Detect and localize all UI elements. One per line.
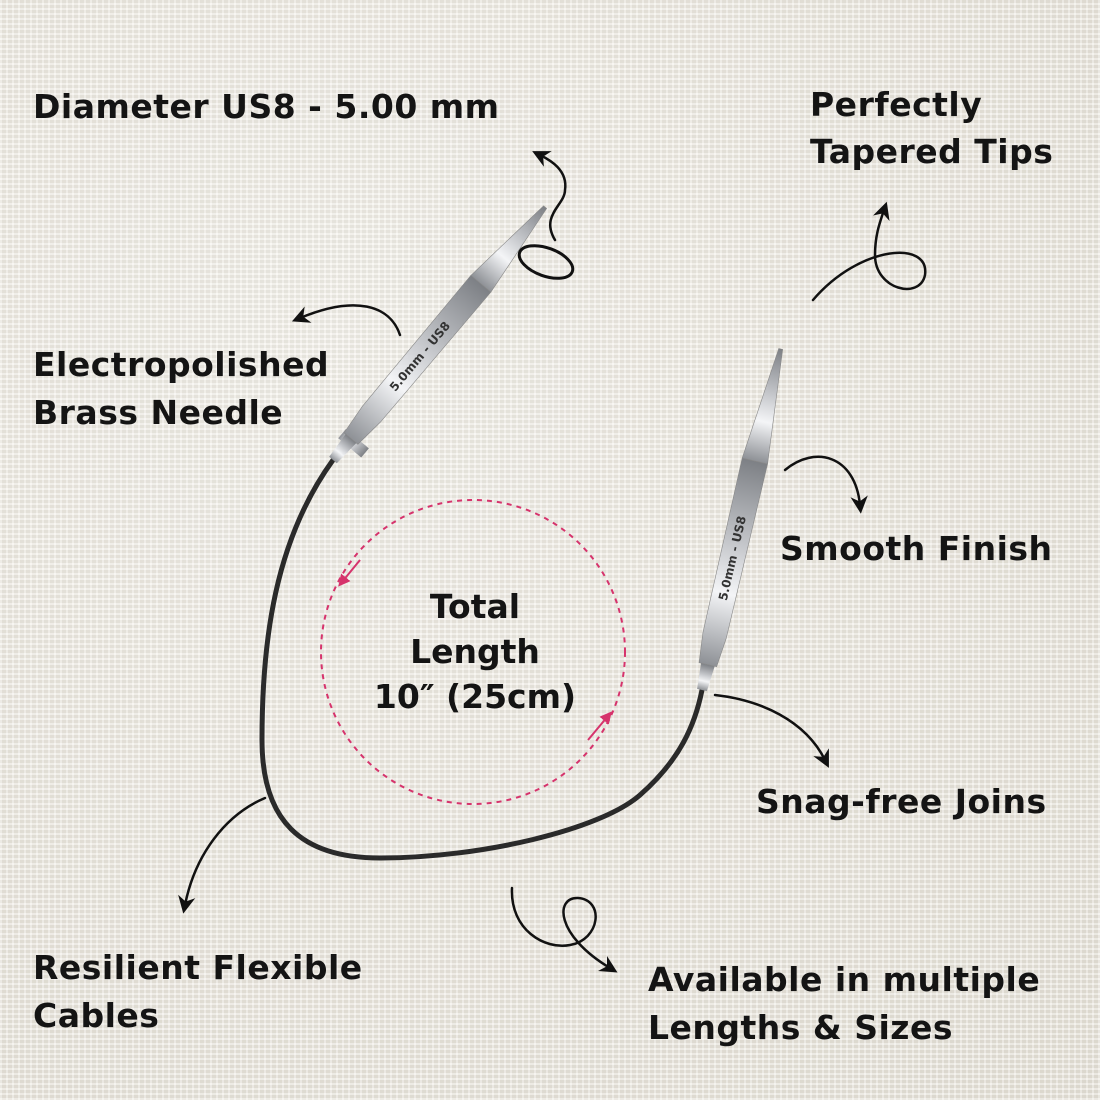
available-sizes-label-line1: Available in multiple xyxy=(648,960,1041,999)
electropolished-label-line2: Brass Needle xyxy=(33,393,284,432)
curved-arrow-icon xyxy=(178,796,267,914)
resilient-cables-label-line2: Cables xyxy=(33,996,160,1035)
curved-arrow-icon xyxy=(532,151,567,242)
curved-arrow-icon xyxy=(783,455,868,514)
tapered-tips-label-line1: Perfectly xyxy=(810,85,983,124)
total-length-line1: Total xyxy=(429,587,521,626)
resilient-cables-label-line1: Resilient Flexible xyxy=(33,948,363,987)
total-length-line2: Length xyxy=(410,632,540,671)
total-length-label: Total Length 10″ (25cm) xyxy=(340,584,610,719)
tapered-tips-label-line2: Tapered Tips xyxy=(810,132,1054,171)
available-sizes-label-line2: Lengths & Sizes xyxy=(648,1008,953,1047)
electropolished-label-line1: Electropolished xyxy=(33,345,330,384)
snag-free-label: Snag-free Joins xyxy=(756,782,1047,821)
curved-arrow-icon xyxy=(713,693,829,768)
total-length-line3: 10″ (25cm) xyxy=(373,677,577,716)
diameter-label: Diameter US8 - 5.00 mm xyxy=(33,87,500,126)
left-needle: 5.0mm - US8 xyxy=(329,205,548,464)
right-needle: 5.0mm - US8 xyxy=(697,348,784,692)
loop-arrow-icon xyxy=(510,886,618,973)
flexible-cable xyxy=(259,457,705,861)
ring-icon xyxy=(517,244,575,280)
loop-arrow-icon xyxy=(811,201,927,302)
left-needle-engraving: 5.0mm - US8 xyxy=(387,319,453,394)
curved-arrow-icon xyxy=(291,304,402,337)
circular-arrows-icon xyxy=(320,499,626,805)
smooth-finish-label: Smooth Finish xyxy=(780,529,1053,568)
